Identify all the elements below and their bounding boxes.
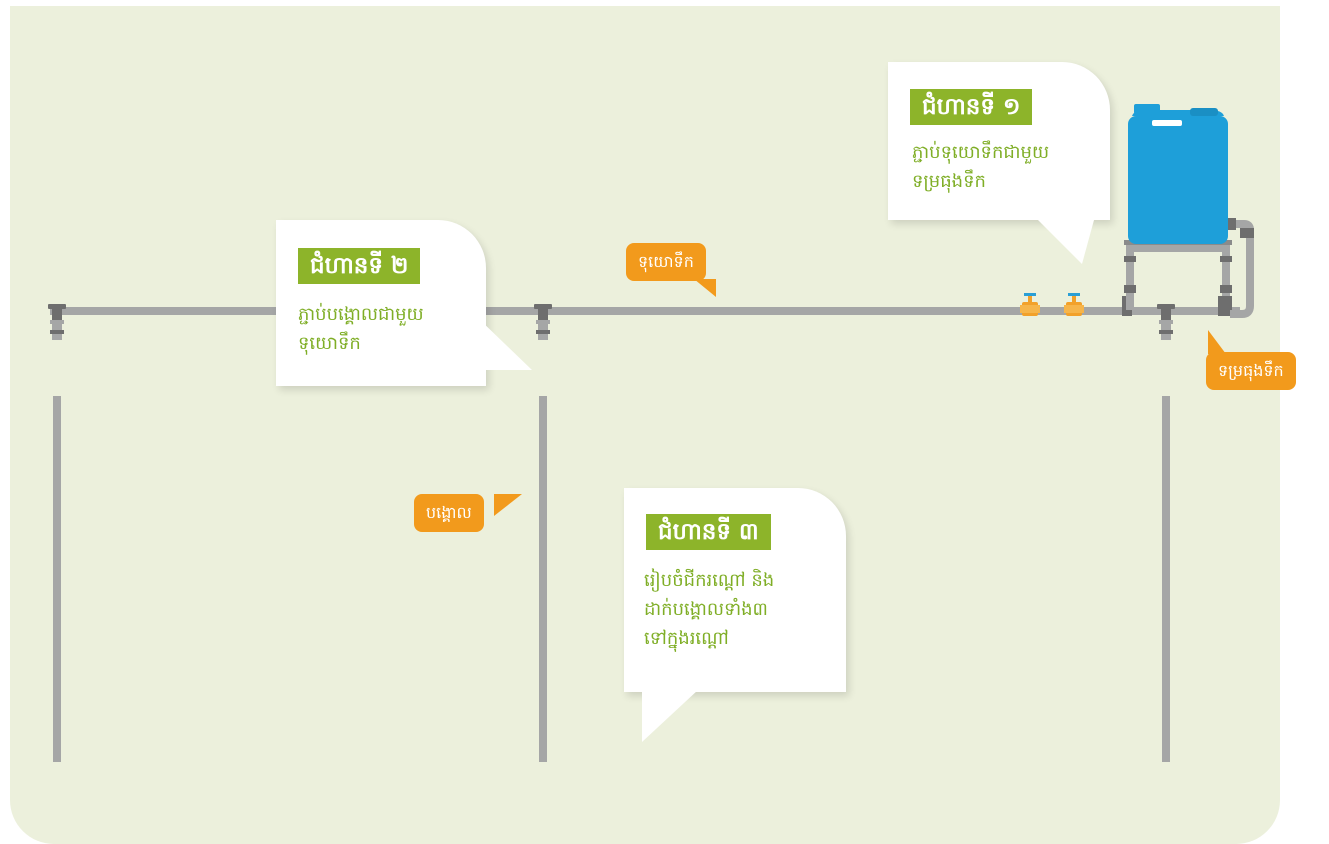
main-hose-pipe bbox=[50, 307, 1240, 315]
step-1-callout-tail bbox=[1038, 220, 1094, 264]
pole-middle bbox=[539, 396, 547, 762]
tee-connector-right bbox=[1157, 304, 1175, 340]
valve-1 bbox=[1020, 293, 1040, 316]
step-3-callout-tail bbox=[642, 690, 698, 742]
hose-tag-tail bbox=[694, 279, 716, 297]
pole-right bbox=[1162, 396, 1170, 762]
tank-stand bbox=[1122, 240, 1232, 316]
pole-tag-tail bbox=[494, 494, 522, 516]
step-3-title: ជំហានទី ៣ bbox=[646, 514, 771, 550]
pole-tag-label: បង្គោល bbox=[426, 503, 472, 522]
hose-tag: ទុយោទឹក bbox=[626, 243, 716, 297]
tee-connector-middle bbox=[534, 304, 552, 340]
step-3-callout: ជំហានទី ៣ រៀបចំជីករណ្ដៅ និង ដាក់បង្គោលទា… bbox=[624, 488, 846, 742]
tank-stand-tag-tail bbox=[1208, 330, 1226, 354]
step-2-title: ជំហានទី ២ bbox=[298, 248, 421, 284]
step-2-callout: ជំហានទី ២ ភ្ជាប់បង្គោលជាមួយ ទុយោទឹក bbox=[276, 220, 532, 386]
step-3-text: រៀបចំជីករណ្ដៅ និង ដាក់បង្គោលទាំង៣ ទៅក្នុ… bbox=[644, 570, 775, 649]
step-1-callout: ជំហានទី ១ ភ្ជាប់ទុយោទឹកជាមួយ ទម្រធុងទឹក bbox=[888, 62, 1110, 264]
hose-tag-label: ទុយោទឹក bbox=[638, 252, 694, 271]
tank-stand-tag: ទម្រធុងទឹក bbox=[1206, 330, 1296, 390]
tank-stand-tag-label: ទម្រធុងទឹក bbox=[1218, 361, 1284, 380]
water-tank bbox=[1128, 104, 1228, 244]
step-1-text: ភ្ជាប់ទុយោទឹកជាមួយ ទម្រធុងទឹក bbox=[912, 142, 1050, 192]
step-2-callout-tail bbox=[476, 316, 532, 370]
pole-left bbox=[53, 396, 61, 762]
valve-2 bbox=[1064, 293, 1084, 316]
tee-connector-left bbox=[48, 304, 66, 340]
tank-outlet-pipe bbox=[1228, 218, 1254, 318]
step-2-text: ភ្ជាប់បង្គោលជាមួយ ទុយោទឹក bbox=[298, 304, 424, 354]
pole-tag: បង្គោល bbox=[414, 494, 522, 532]
step-1-title: ជំហានទី ១ bbox=[910, 89, 1033, 125]
